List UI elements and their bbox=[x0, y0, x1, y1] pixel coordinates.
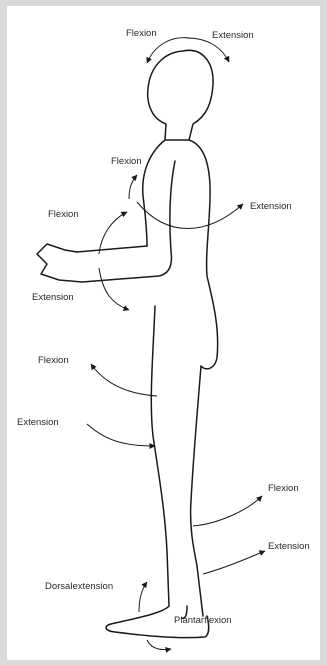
hip-flexion-arrow bbox=[91, 364, 157, 396]
shoulder-flexion-arrow bbox=[129, 175, 137, 199]
elbow-extension-arrow bbox=[99, 268, 129, 310]
hand-outline bbox=[37, 244, 82, 282]
hip-extension-arrow bbox=[87, 424, 155, 446]
shoulder-flexion-label: Flexion bbox=[111, 157, 142, 167]
figure-panel: Flexion Extension Flexion Extension Flex… bbox=[7, 6, 320, 660]
knee-extension-label: Extension bbox=[268, 542, 310, 552]
ankle-plantarflexion-arrow bbox=[147, 640, 171, 650]
back-leg-outline bbox=[191, 366, 203, 616]
forearm-outline bbox=[77, 246, 147, 252]
shoulder-extension-label: Extension bbox=[250, 202, 292, 212]
front-torso-outline bbox=[143, 140, 165, 246]
ankle-plantarflexion-label: Plantarflexion bbox=[174, 616, 232, 626]
knee-flexion-label: Flexion bbox=[268, 484, 299, 494]
knee-extension-arrow bbox=[203, 551, 265, 574]
neck-flexion-label: Flexion bbox=[126, 29, 157, 39]
neck-extension-label: Extension bbox=[212, 31, 254, 41]
ankle-dorsalextension-label: Dorsalextension bbox=[45, 582, 113, 592]
hip-extension-label: Extension bbox=[17, 418, 59, 428]
hip-flexion-label: Flexion bbox=[38, 356, 69, 366]
head-outline bbox=[148, 50, 213, 140]
ankle-dorsalextension-arrow bbox=[139, 582, 147, 612]
range-of-motion-diagram bbox=[7, 6, 320, 660]
back-outline bbox=[189, 140, 218, 369]
elbow-extension-label: Extension bbox=[32, 293, 74, 303]
elbow-flexion-label: Flexion bbox=[48, 210, 79, 220]
shoulder-extension-arrow bbox=[137, 202, 243, 229]
knee-flexion-arrow bbox=[193, 496, 262, 526]
